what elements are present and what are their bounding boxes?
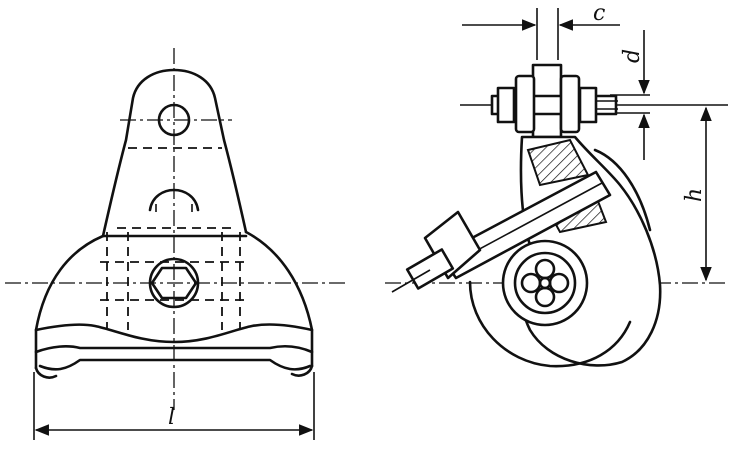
keeper-nut — [405, 248, 455, 290]
front-view: l — [5, 48, 345, 440]
hex-nut-washer — [148, 257, 200, 309]
saddle-body-outline — [34, 230, 314, 370]
conductor-inner — [513, 251, 577, 315]
u-bolt-arch — [148, 188, 200, 212]
dim-label-c: c — [593, 1, 605, 26]
u-bolt-legs — [155, 204, 193, 212]
side-view: c d h — [385, 1, 728, 368]
trough-curve — [34, 323, 314, 344]
pin-nut — [559, 74, 581, 134]
conductor-core — [538, 276, 552, 290]
clamp-inner-arc — [468, 280, 632, 368]
trough-lip — [34, 345, 314, 354]
pin-washer-left — [496, 86, 516, 124]
pin-washer-right — [578, 86, 598, 124]
keeper-bolt-end — [391, 269, 431, 293]
clamp-outer-arc — [593, 148, 652, 232]
lug-eye-hole — [157, 103, 191, 137]
trough-bottom — [38, 358, 312, 371]
dim-label-d: d — [620, 49, 645, 63]
trough-ends — [34, 364, 314, 379]
pin-head — [514, 74, 536, 134]
upper-lug-outline — [101, 68, 248, 238]
dim-label-l: l — [168, 405, 175, 430]
hex-nut — [150, 266, 198, 300]
dim-label-h: h — [682, 188, 707, 202]
